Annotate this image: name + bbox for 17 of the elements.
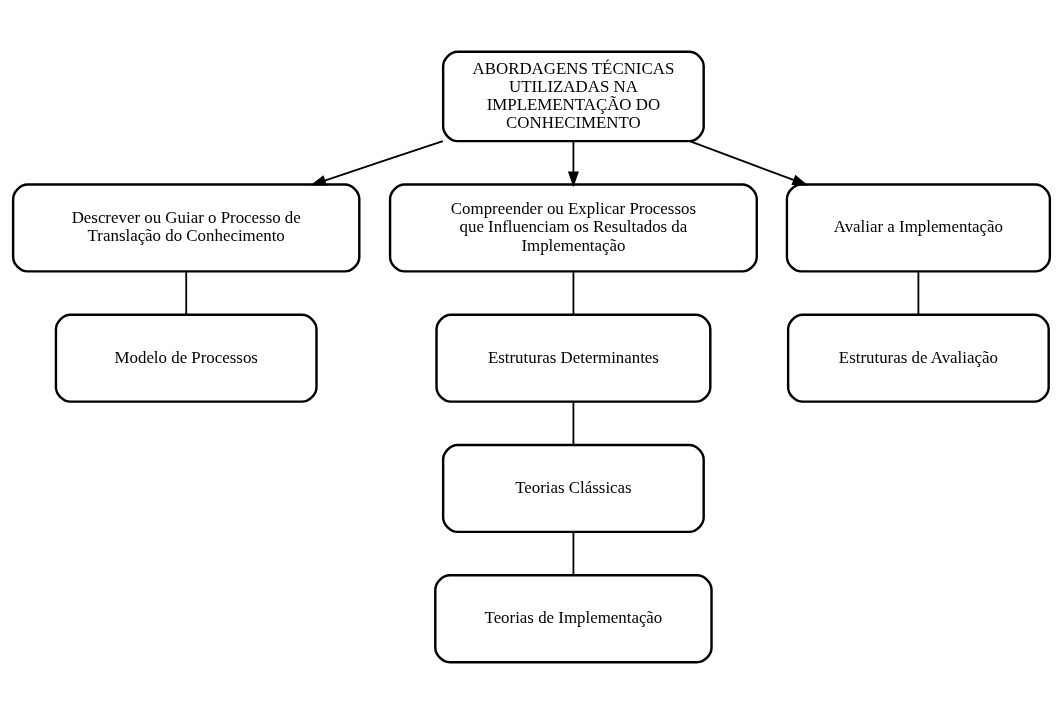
arrow	[567, 139, 579, 187]
connector	[572, 530, 575, 576]
node-box: Descrever ou Guiar o Processo de Translação do Conhecimento	[11, 182, 361, 273]
connector	[917, 269, 920, 315]
node-box: Compreender ou Explicar Processos que Influenciam os Resultados da Implementação	[388, 182, 758, 273]
connector	[572, 269, 575, 315]
node-box: Estruturas de Avaliação	[786, 313, 1050, 403]
node-box: ABORDAGENS TÉCNICAS UTILIZADAS NA IMPLEMENTAÇÃO DO CONHECIMENTO	[441, 50, 705, 142]
connector	[185, 269, 188, 315]
arrow	[688, 139, 809, 185]
arrow	[310, 139, 444, 186]
node-box: Estruturas Determinantes	[435, 313, 712, 403]
connector	[572, 400, 575, 446]
node-box: Teorias de Implementação	[434, 573, 713, 663]
node-box: Modelo de Processos	[54, 313, 318, 403]
node-box: Avaliar a Implementação	[785, 182, 1052, 273]
node-box: Teorias Clássicas	[441, 443, 705, 533]
